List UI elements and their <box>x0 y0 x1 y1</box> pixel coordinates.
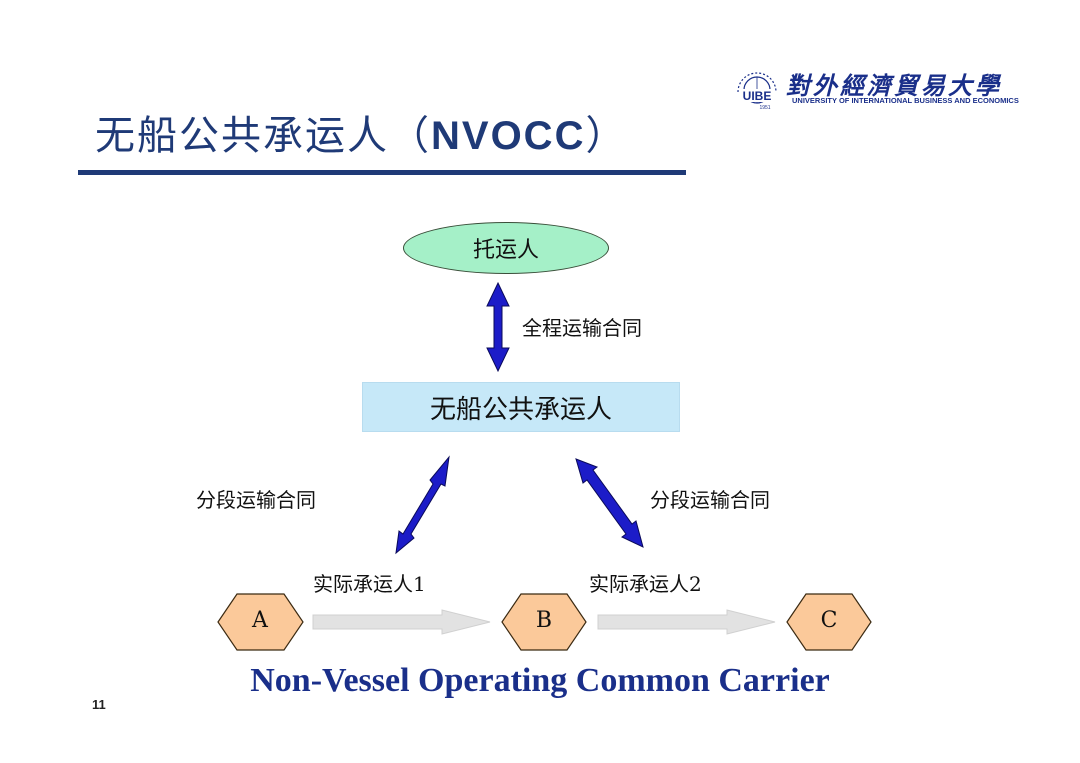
title-chinese: 无船公共承运人（ <box>95 113 431 159</box>
nvocc-node: 无船公共承运人 <box>362 382 680 432</box>
shipper-node: 托运人 <box>403 222 609 274</box>
label-carrier-2: 实际承运人2 <box>589 572 702 596</box>
arrow-full-contract <box>486 281 510 373</box>
node-a-label: A <box>252 608 268 633</box>
logo-english-name: UNIVERSITY OF INTERNATIONAL BUSINESS AND… <box>792 96 1019 105</box>
title-acronym: NVOCC <box>431 114 586 158</box>
arrow-left-contract <box>395 455 450 555</box>
route-arrow-a-b <box>312 609 491 635</box>
node-b-hexagon <box>501 593 587 651</box>
node-c-hexagon <box>786 593 872 651</box>
title-close-paren: ） <box>585 113 628 159</box>
university-logo: UIBE 1951 對外經濟貿易大學 UNIVERSITY OF INTERNA… <box>732 66 1019 112</box>
slide-title: 无船公共承运人（NVOCC） <box>95 103 627 161</box>
label-carrier-1: 实际承运人1 <box>313 572 426 596</box>
emblem-text: UIBE <box>743 89 772 103</box>
emblem-year: 1951 <box>759 105 770 111</box>
node-c-label: C <box>820 608 838 633</box>
arrow-right-contract <box>575 458 644 548</box>
logo-chinese-name: 對外經濟貿易大學 <box>786 71 1002 100</box>
uibe-emblem-icon: UIBE 1951 <box>737 72 777 111</box>
label-left-contract: 分段运输合同 <box>196 488 316 512</box>
node-b-label: B <box>535 608 553 633</box>
english-subtitle: Non-Vessel Operating Common Carrier <box>250 662 830 699</box>
label-right-contract: 分段运输合同 <box>650 488 770 512</box>
node-a-hexagon <box>217 593 304 651</box>
route-arrow-b-c <box>597 609 776 635</box>
label-full-contract: 全程运输合同 <box>522 316 642 340</box>
page-number: 11 <box>92 697 106 712</box>
title-underline <box>78 170 686 175</box>
